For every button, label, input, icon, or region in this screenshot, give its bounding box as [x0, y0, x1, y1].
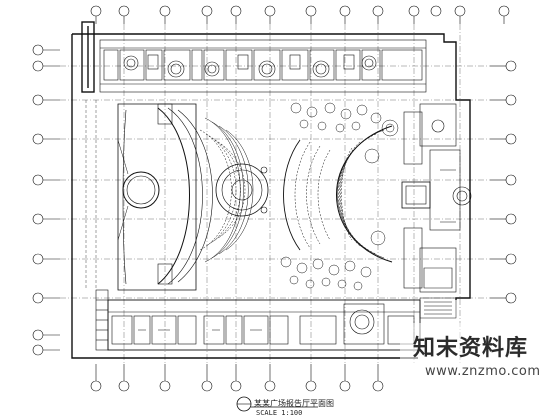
left-corridor	[85, 100, 97, 290]
grid-lines	[60, 24, 490, 364]
drawing-scale: SCALE 1:100	[256, 409, 303, 417]
right-seating	[283, 125, 393, 263]
right-service-zone	[401, 103, 472, 293]
bottom-rooms	[107, 299, 421, 351]
podium	[215, 163, 269, 217]
stage	[117, 103, 213, 291]
drawing-index-mark	[236, 396, 318, 412]
outer-walls	[71, 21, 471, 359]
lounge-tables	[280, 102, 399, 291]
grid-axis-right	[490, 60, 517, 304]
grid-axis-top	[90, 5, 510, 24]
grid-axis-left	[32, 44, 60, 356]
watermark-badge	[400, 323, 556, 389]
watermark-url: www.znzmo.com	[425, 364, 541, 379]
grid-axis-bottom	[90, 364, 384, 392]
top-rooms	[99, 39, 427, 93]
left-seating	[199, 117, 254, 263]
drawing-title: 某某广场报告厅平面图	[254, 399, 334, 408]
watermark-title: 知末资料库	[413, 336, 529, 361]
entrance-canopy	[419, 297, 457, 319]
stair-block	[95, 289, 109, 351]
